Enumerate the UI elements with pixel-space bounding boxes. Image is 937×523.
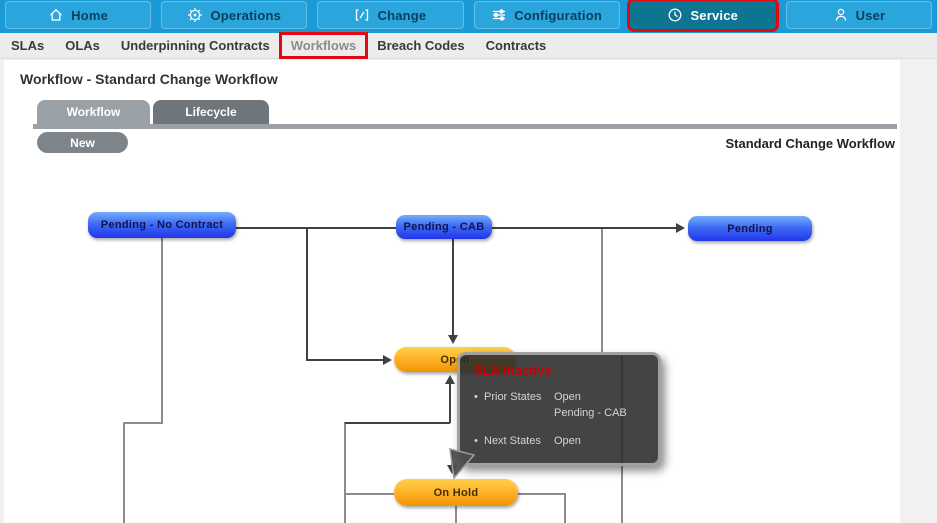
workflow-connector bbox=[236, 227, 396, 229]
tooltip-row-label: Next States bbox=[484, 434, 541, 447]
subnav-item-workflows[interactable]: Workflows bbox=[278, 32, 369, 59]
workflow-connector bbox=[345, 422, 450, 424]
subnav-item-contracts[interactable]: Contracts bbox=[485, 38, 547, 53]
workflow-connector bbox=[601, 228, 603, 354]
home-icon bbox=[48, 7, 64, 23]
tooltip-row-values: Open bbox=[554, 434, 581, 447]
tooltip-row: • Next States Open bbox=[474, 434, 658, 450]
arrowhead-down bbox=[447, 465, 457, 474]
service-icon bbox=[667, 7, 683, 23]
workflow-connector bbox=[306, 228, 308, 360]
change-icon bbox=[354, 7, 370, 23]
workflow-connector bbox=[452, 239, 454, 335]
workflow-connector bbox=[161, 238, 163, 424]
arrowhead-up bbox=[445, 375, 455, 384]
workflow-connector bbox=[344, 422, 346, 523]
nav-item-change[interactable]: Change bbox=[317, 1, 464, 29]
workflow-connector bbox=[492, 227, 677, 229]
tab-underline-bar bbox=[33, 124, 897, 129]
user-icon bbox=[833, 7, 849, 23]
workflow-node-on-hold[interactable]: On Hold bbox=[394, 479, 518, 506]
tooltip-bullet: • bbox=[474, 391, 478, 403]
workflow-connector bbox=[123, 422, 125, 523]
tooltip-tail-pointer bbox=[449, 448, 476, 480]
workflow-node-pending-cab[interactable]: Pending - CAB bbox=[396, 215, 492, 239]
workflow-node-pending[interactable]: Pending bbox=[688, 216, 812, 241]
tab-lifecycle[interactable]: Lifecycle bbox=[153, 100, 269, 124]
nav-item-service[interactable]: Service bbox=[626, 0, 779, 32]
workflow-name-label: Standard Change Workflow bbox=[725, 136, 896, 151]
service-sub-navigation: SLAs OLAs Underpinning Contracts Workflows B… bbox=[0, 32, 937, 59]
tab-workflow[interactable]: Workflow bbox=[37, 100, 150, 124]
tooltip-bullet: • bbox=[474, 434, 478, 447]
workflow-connector bbox=[517, 493, 566, 495]
arrowhead-down bbox=[448, 335, 458, 344]
subnav-item-underpinning-contracts[interactable]: Underpinning Contracts bbox=[120, 38, 270, 53]
workflow-connector bbox=[449, 383, 451, 423]
subnav-item-breach-codes[interactable]: Breach Codes bbox=[377, 38, 465, 53]
nav-item-operations[interactable]: Operations bbox=[161, 1, 308, 29]
nav-item-label: User bbox=[855, 7, 886, 23]
subnav-item-olas[interactable]: OLAs bbox=[65, 38, 100, 53]
top-navigation: Home Operations Change Configuration Service… bbox=[0, 0, 937, 33]
nav-item-label: Configuration bbox=[514, 7, 602, 23]
tooltip-row-label: Prior States bbox=[484, 391, 542, 403]
operations-icon bbox=[187, 7, 203, 23]
workflow-connector bbox=[455, 506, 457, 523]
arrowhead-right bbox=[383, 355, 392, 365]
nav-item-label: Operations bbox=[210, 7, 282, 23]
new-button[interactable]: New bbox=[37, 132, 128, 153]
workflow-node-pending-no-contract[interactable]: Pending - No Contract bbox=[88, 212, 236, 238]
workflow-connector bbox=[564, 493, 566, 523]
workflow-connector bbox=[123, 422, 163, 424]
nav-item-label: Service bbox=[690, 7, 739, 23]
workflow-connector bbox=[306, 359, 384, 361]
workflow-connector bbox=[344, 493, 394, 495]
nav-item-home[interactable]: Home bbox=[5, 1, 152, 29]
nav-item-configuration[interactable]: Configuration bbox=[473, 1, 620, 29]
configuration-icon bbox=[491, 7, 507, 23]
nav-items-container: Home Operations Change Configuration Service… bbox=[0, 0, 937, 33]
nav-item-label: Home bbox=[71, 7, 109, 23]
page-title: Workflow - Standard Change Workflow bbox=[20, 71, 278, 87]
nav-item-label: Change bbox=[377, 7, 427, 23]
nav-item-user[interactable]: User bbox=[785, 1, 933, 29]
arrowhead-right bbox=[676, 223, 685, 233]
tooltip-title: SLA Inactive bbox=[474, 363, 552, 378]
subnav-item-slas[interactable]: SLAs bbox=[11, 38, 45, 53]
